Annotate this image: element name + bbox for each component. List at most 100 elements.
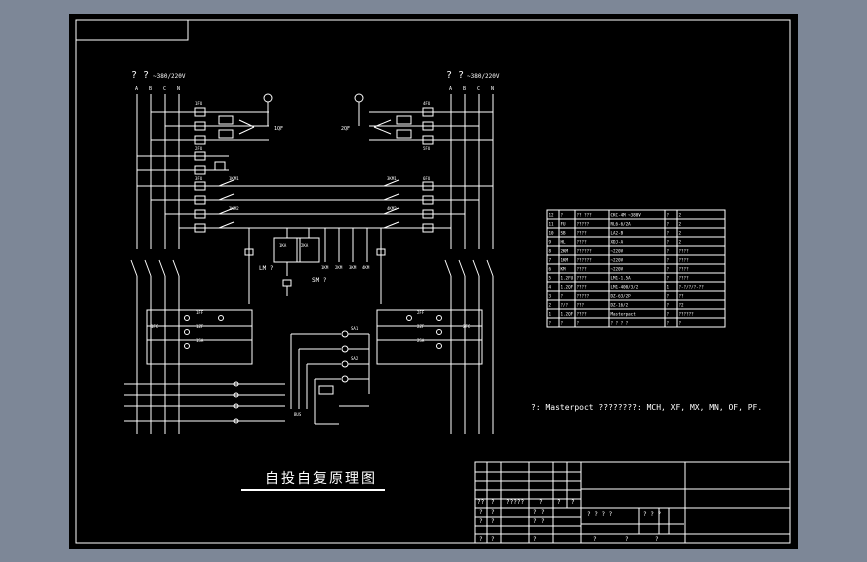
tb-a0: ??	[477, 499, 485, 506]
left-source-marks: ? ?	[131, 70, 149, 81]
control-label-0: 1KM	[321, 265, 329, 270]
parts-table-cell: ? ? ? ?	[611, 321, 629, 326]
left-contact-labels: 1FU 2FU 3FU 1KM1 2KM2	[195, 101, 239, 211]
parts-table-cell: ??	[679, 294, 685, 299]
parts-table-cell: ?	[577, 321, 580, 326]
parts-table-cell: 1.2FU	[561, 276, 574, 281]
parts-table-cell: ?-?/?/?-??	[679, 285, 705, 290]
left-phase-b: B	[149, 86, 152, 92]
parts-table-cell: 8	[549, 249, 552, 254]
parts-table-cell: ?	[667, 294, 670, 299]
left-source-supply: ~380/220V	[153, 73, 186, 80]
parts-table-cell: 2	[679, 240, 682, 245]
tb-e4: ?	[625, 536, 629, 543]
right-contact-labels: 4FU 5FU 6FU 3KM1 4KM2	[387, 101, 431, 211]
tb-d2: ?	[533, 518, 537, 525]
parts-table-cell: ????	[577, 231, 588, 236]
parts-table-row[interactable]: 2?/????DZ-16/2??2	[549, 303, 685, 308]
parts-table-cell: 1	[549, 312, 552, 317]
parts-table-cell: ??????	[577, 249, 593, 254]
drawing-note: ?: Masterpoct ????????: MCH, XF, MX, MN,…	[531, 403, 762, 412]
left-contact-1: 2FU	[195, 146, 203, 151]
parts-table-row[interactable]: 3??????DZ-63/2P???	[549, 294, 685, 299]
left-phase-a: A	[135, 86, 138, 92]
parts-table-cell: ?????	[577, 222, 590, 227]
parts-table-cell: ?	[667, 312, 670, 317]
parts-table-cell: Masterpact	[611, 312, 637, 317]
schematic-drawing: ? ? ~380/220V A B C N ? ? ~380/220V A B	[75, 19, 791, 544]
parts-table-cell: 6	[549, 267, 552, 272]
inner-frame	[75, 19, 791, 544]
parts-table-header[interactable]: ???? ? ? ???	[549, 321, 682, 326]
parts-table-cell: 11	[549, 222, 555, 227]
parts-table-cell: ?	[561, 294, 564, 299]
parts-table-cell: ?	[667, 303, 670, 308]
right-source-supply: ~380/220V	[467, 73, 500, 80]
parts-table-cell: ?/?	[561, 303, 569, 308]
right-phase-c: C	[477, 86, 480, 92]
parts-table-cell: LM1-400/3/2	[611, 285, 639, 290]
tb-a5: ?	[571, 499, 575, 506]
parts-table-cell: ?	[679, 321, 682, 326]
selector-label-a: SA1	[351, 326, 359, 331]
parts-table-cell: DZ-16/2	[611, 303, 629, 308]
parts-table-cell: ????	[577, 276, 588, 281]
drawing-sheet: ? ? ~380/220V A B C N ? ? ~380/220V A B	[69, 14, 798, 549]
tb-a1: ?	[491, 499, 495, 506]
right-ctrl-label-3: 2SA	[417, 338, 425, 343]
parts-table-cell: 7	[549, 258, 552, 263]
parts-table-cell: ?	[667, 267, 670, 272]
parts-table-cell: ????	[577, 312, 588, 317]
parts-table-cell: 4	[549, 285, 552, 290]
right-phase-a: A	[449, 86, 452, 92]
parts-table-cell: ~220V	[611, 267, 624, 272]
parts-table-cell: 1.2QF	[561, 312, 574, 317]
parts-table-row[interactable]: 12??? ???CKC-4M ~380V?2	[549, 213, 682, 218]
parts-table-cell: ~220V	[611, 258, 624, 263]
tb-e3: ?	[593, 536, 597, 543]
right-contact-1: 5FU	[423, 146, 431, 151]
parts-table-cell: CKC-4M ~380V	[611, 213, 642, 218]
parts-table-cell: DZ-63/2P	[611, 294, 632, 299]
parts-table-cell: 12	[549, 213, 555, 218]
tb-e5: ?	[655, 536, 659, 543]
right-ctrl-label-2: 2FC	[463, 324, 471, 329]
parts-table-cell: SB	[561, 231, 567, 236]
tb-e2: ?	[533, 536, 537, 543]
left-breaker-label: 1QF	[274, 126, 283, 132]
parts-table-cell: ????	[577, 240, 588, 245]
tb-c0: ? ? ? ?	[587, 511, 613, 518]
selector-network	[290, 330, 370, 409]
right-contact-2: 6FU	[423, 176, 431, 181]
lamp-label-b: SM ?	[312, 277, 327, 284]
parts-table-cell: ?? ???	[577, 213, 593, 218]
parts-table-cell: ?	[667, 213, 670, 218]
parts-table-cell: 2	[679, 222, 682, 227]
parts-table-cell: ?	[667, 258, 670, 263]
right-ctrl-label-1: 2ZF	[417, 324, 425, 329]
parts-table-cell: ?	[549, 321, 552, 326]
selector-label-b: SA2	[351, 356, 359, 361]
left-ctrl-label-2: 1FC	[151, 324, 159, 329]
right-ctrl-label-0: 2FF	[417, 310, 425, 315]
parts-table-cell: 1	[667, 285, 670, 290]
transfer-contacts	[218, 179, 400, 229]
right-contact-3: 3KM1	[387, 176, 397, 181]
parts-table-cell: ????	[679, 249, 690, 254]
parts-table-cell: 2	[679, 213, 682, 218]
right-control-wiring	[354, 93, 493, 233]
left-control-wiring	[137, 93, 399, 233]
parts-table-cell: ????	[679, 258, 690, 263]
parts-table-cell: ?????	[577, 294, 590, 299]
parts-table-cell: ???	[577, 303, 585, 308]
